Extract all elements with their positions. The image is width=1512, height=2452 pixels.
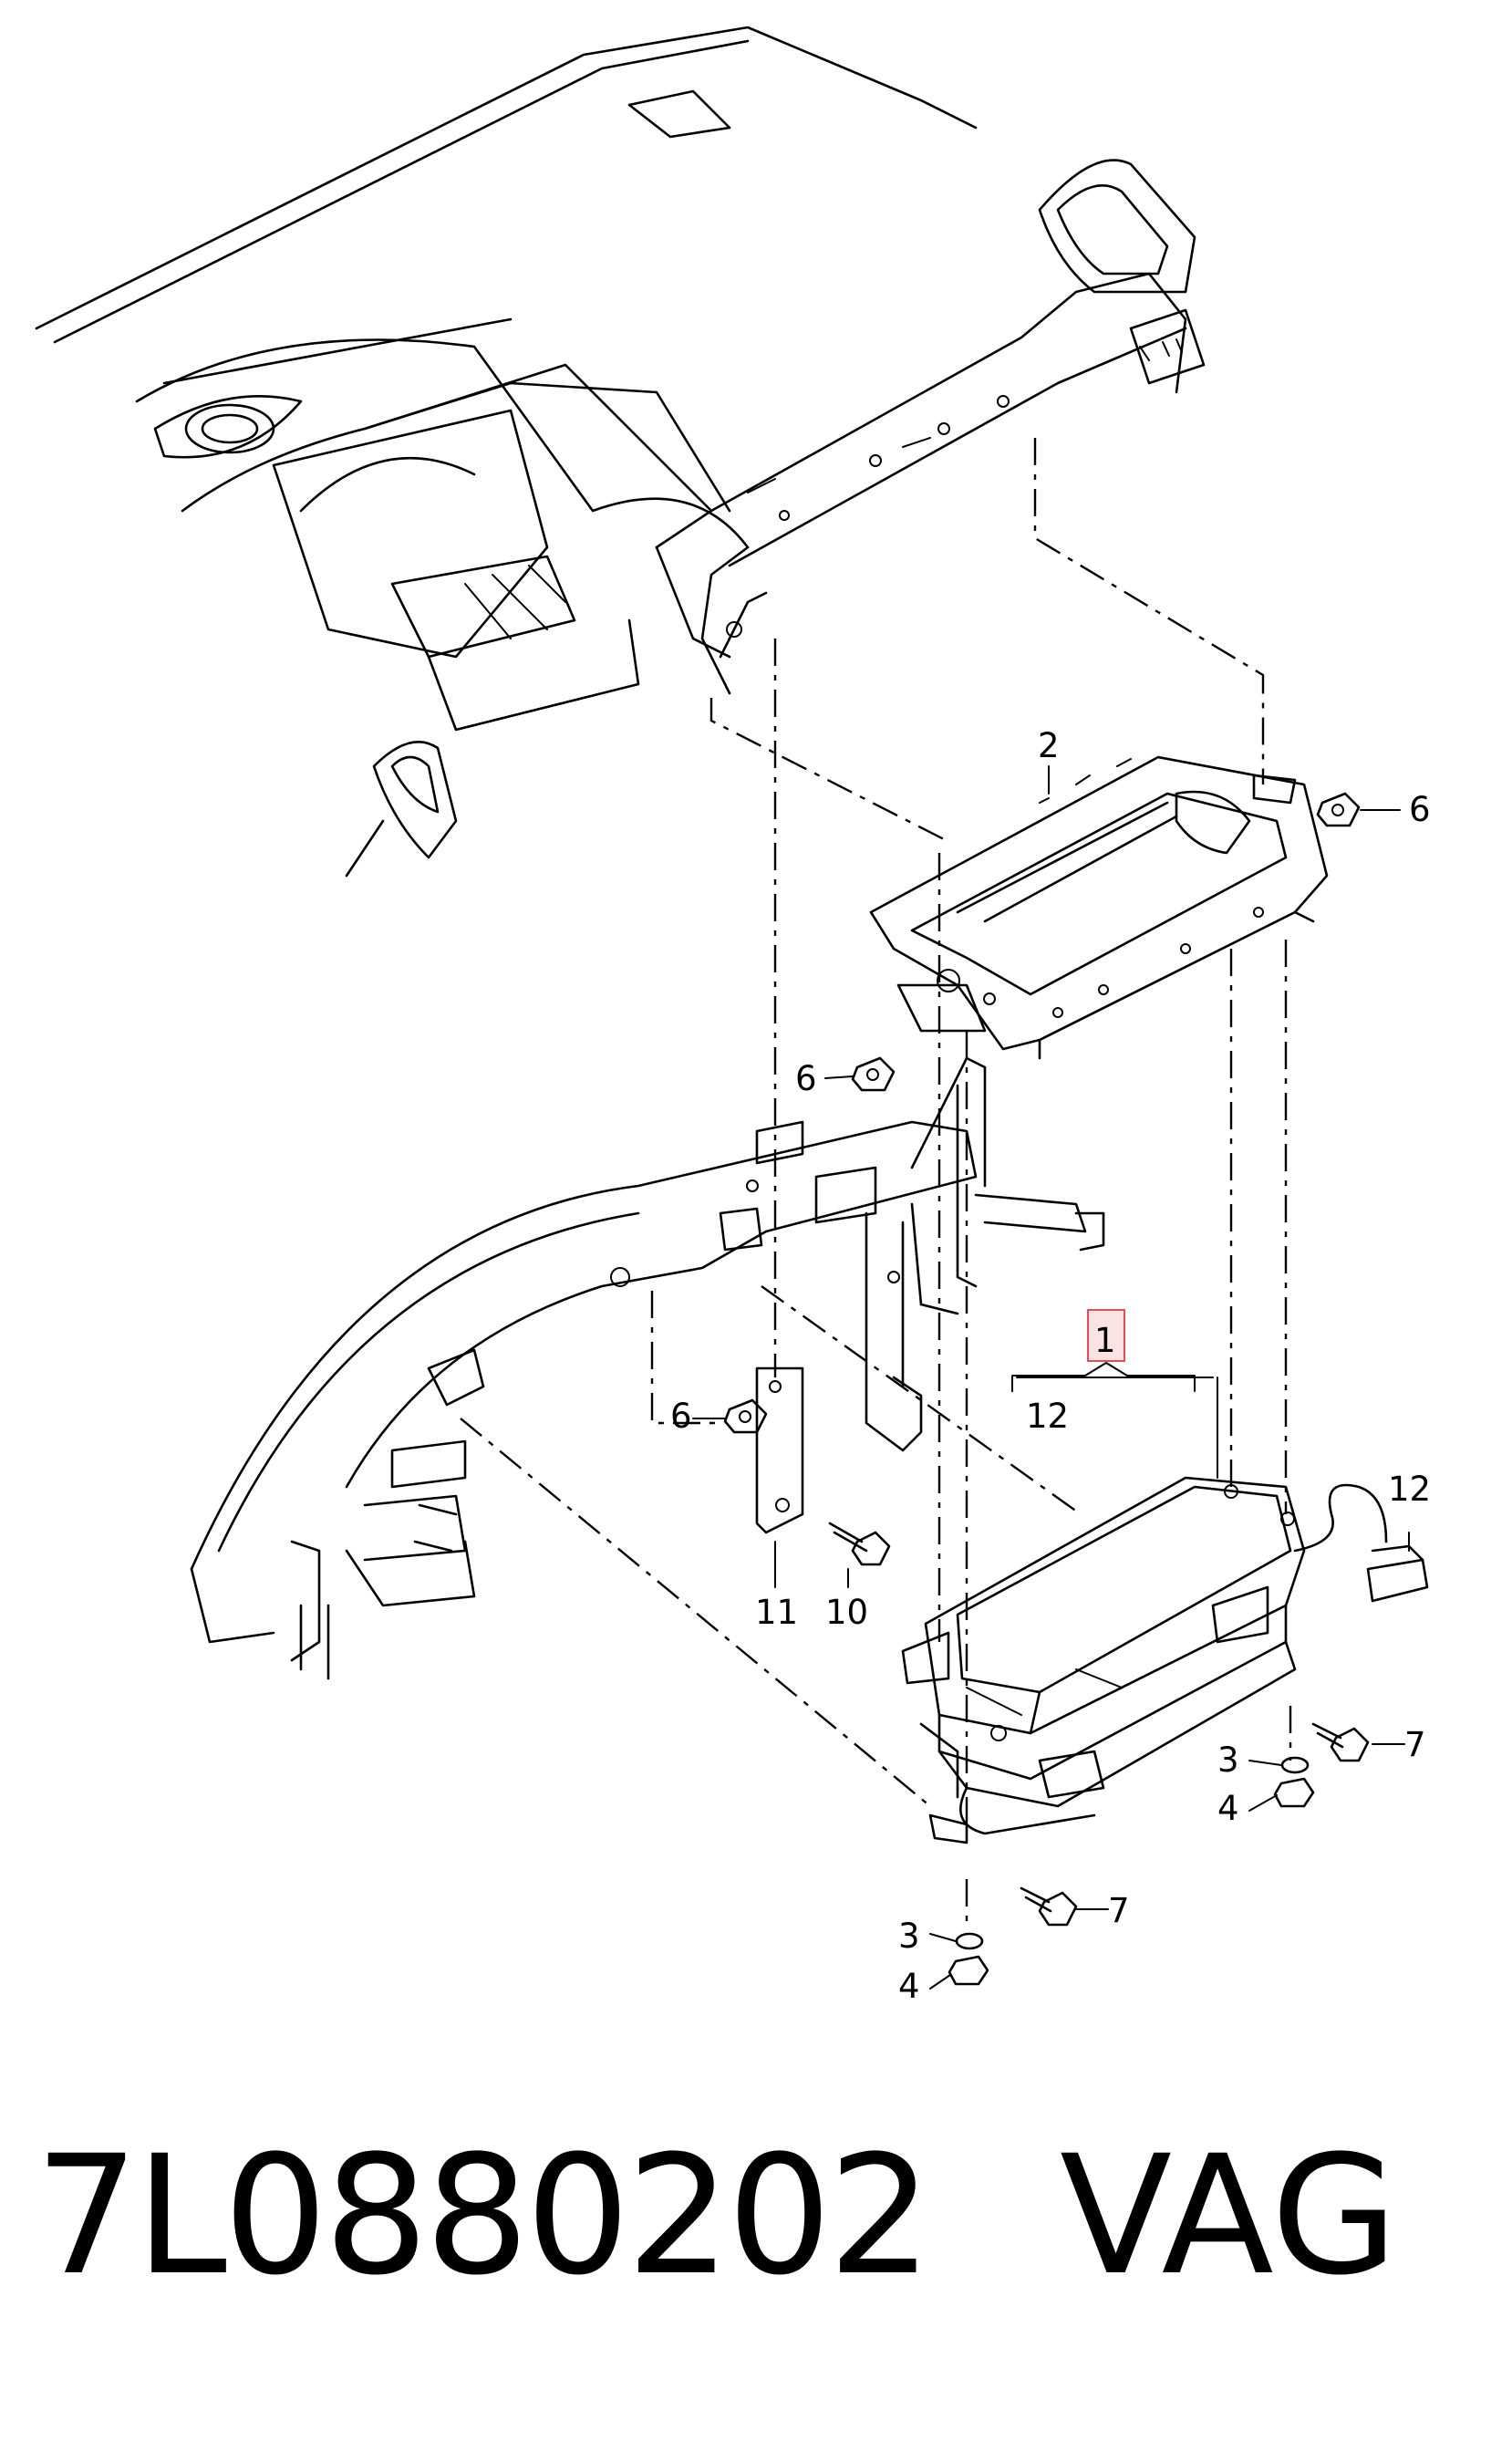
callout-3-right: 3 [1217, 1740, 1239, 1780]
nut-6-left [851, 1056, 896, 1092]
bolt-7-right [1311, 1722, 1370, 1762]
nut-6-lower [723, 1398, 768, 1434]
upper-bracket-part-2 [869, 755, 1329, 1060]
callout-6-upper: 6 [1409, 790, 1431, 829]
washer-3-right [1280, 1756, 1310, 1774]
bracket-part-11 [755, 1366, 804, 1534]
callout-12-right: 12 [1388, 1470, 1431, 1509]
callout-7-right: 7 [1404, 1725, 1426, 1764]
bolt-7-lower [1020, 1886, 1078, 1927]
brand-name: VAG [1060, 2121, 1399, 2312]
airbag-unit-part-1 [901, 1476, 1429, 1844]
callout-10: 10 [825, 1593, 868, 1632]
dashboard-panel [35, 26, 1206, 878]
callout-1: 1 [1094, 1321, 1116, 1360]
nut-6-upper [1316, 792, 1361, 827]
nut-4-right [1273, 1777, 1315, 1808]
callout-11: 11 [755, 1593, 798, 1632]
callout-12-left: 12 [1026, 1397, 1069, 1436]
callout-4-lower: 4 [898, 1967, 920, 2006]
nut-4-lower [948, 1955, 989, 1986]
callout-1-marker [1011, 1309, 1196, 1392]
cross-member [190, 1056, 1105, 1680]
callout-7-lower: 7 [1108, 1891, 1130, 1930]
bolt-10 [828, 1522, 891, 1566]
callout-4-right: 4 [1217, 1789, 1239, 1828]
callout-1-highlight [1087, 1309, 1125, 1362]
part-number: 7L0880202 [35, 2121, 932, 2312]
callout-3-lower: 3 [898, 1917, 920, 1956]
assembly-guide-lines [460, 438, 1292, 1925]
callout-2: 2 [1038, 726, 1060, 765]
callout-labels: 1 2 6 6 6 12 12 11 10 7 7 3 4 3 4 [670, 726, 1431, 2006]
callout-6-left: 6 [795, 1059, 817, 1098]
callout-6-lower: 6 [670, 1397, 692, 1436]
washer-3-lower [955, 1932, 984, 1950]
